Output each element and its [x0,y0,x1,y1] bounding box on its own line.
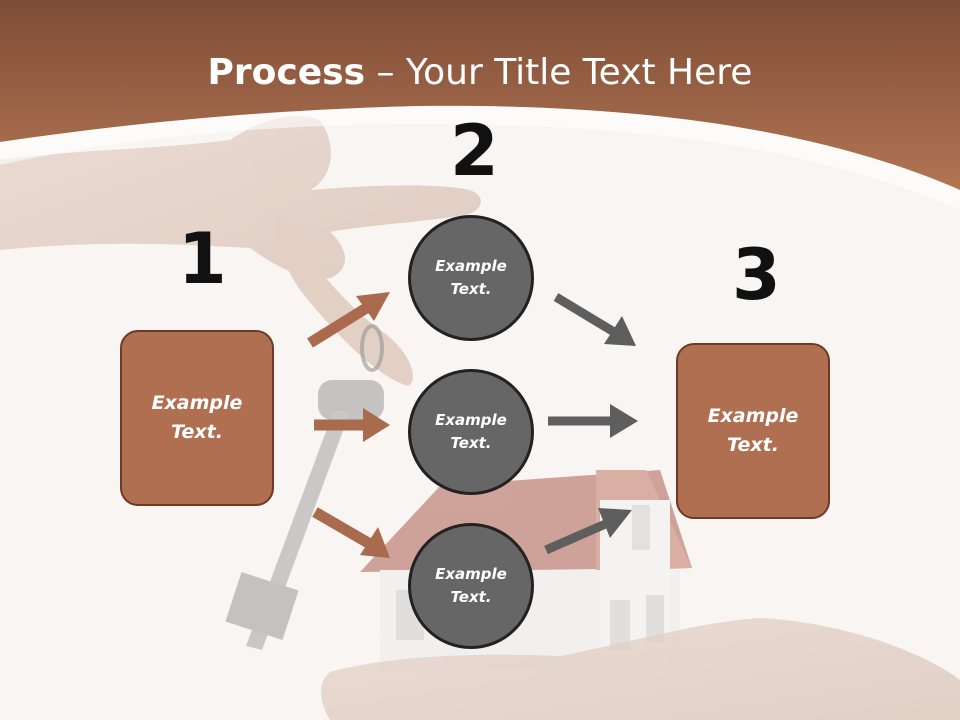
step-box-left-text: Example Text. [151,392,243,443]
arrow-left-up [307,292,390,348]
step-number-2: 2 [450,110,499,192]
arrow-left-middle [314,408,390,442]
header-band [0,0,960,190]
arrow-right-down [553,293,636,346]
arrow-right-up [544,508,632,555]
step-circle-bottom: Example Text. [408,523,534,649]
arrows-right [544,293,638,555]
arrows-left [307,292,390,558]
arrow-left-down [312,507,390,558]
step-circle-middle-text: Example Text. [435,411,507,452]
hand-photo-top [0,116,481,386]
step-circle-bottom-text: Example Text. [435,565,507,606]
step-number-3: 3 [732,234,781,316]
hand-photo-bottom [321,618,960,720]
step-circle-top: Example Text. [408,215,534,341]
key-photo [225,324,384,650]
title-rest: – Your Title Text Here [365,52,753,93]
step-box-right-text: Example Text. [707,405,799,456]
title-bold: Process [207,52,366,93]
step-box-right: Example Text. [676,343,830,519]
arrow-right-middle [548,404,638,438]
step-box-left: Example Text. [120,330,274,506]
slide-title: Process – Your Title Text Here [0,52,960,93]
step-circle-middle: Example Text. [408,369,534,495]
step-number-1: 1 [178,218,227,300]
step-circle-top-text: Example Text. [435,257,507,298]
header-swoosh [0,105,960,210]
